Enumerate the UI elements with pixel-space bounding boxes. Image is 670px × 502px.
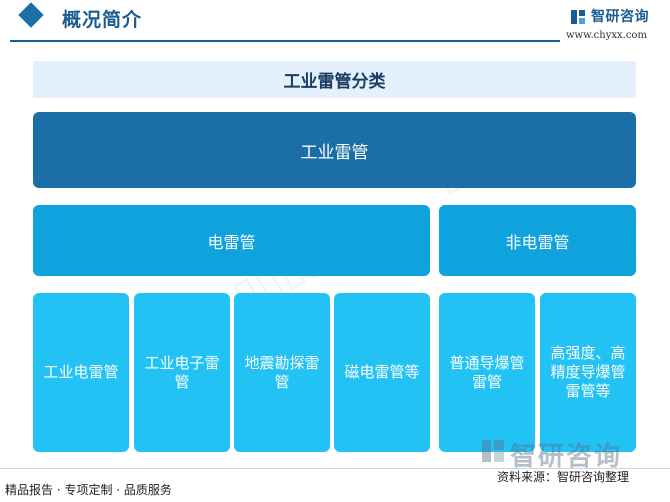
branch-node-electric: 电雷管 [33, 205, 430, 276]
leaf-node-label: 工业电子雷管 [144, 353, 220, 391]
root-node: 工业雷管 [33, 112, 636, 188]
leaf-node-label: 工业电雷管 [43, 363, 119, 381]
brand-url: www.chyxx.com [566, 30, 647, 41]
footer-logo-icon [482, 440, 504, 462]
leaf-node-label: 高强度、高精度导爆管雷管等 [550, 344, 626, 400]
leaf-node-label: 地震勘探雷管 [244, 353, 320, 391]
leaf-node: 高强度、高精度导爆管雷管等 [540, 293, 636, 452]
footer-slogan: 精品报告 · 专项定制 · 品质服务 [5, 483, 172, 497]
leaf-node: 地震勘探雷管 [234, 293, 330, 452]
page-title: 概况简介 [62, 9, 143, 31]
diagram-title: 工业雷管分类 [33, 61, 636, 98]
footer-divider [0, 468, 670, 469]
root-node-label: 工业雷管 [300, 142, 369, 163]
branch-node-label: 非电雷管 [505, 232, 570, 252]
brand-name: 智研咨询 [591, 9, 649, 25]
leaf-node: 磁电雷管等 [334, 293, 430, 452]
leaf-node: 工业电子雷管 [134, 293, 230, 452]
branch-node-non-electric: 非电雷管 [439, 205, 636, 276]
leaf-node: 工业电雷管 [33, 293, 129, 452]
source-note: 资料来源：智研咨询整理 [497, 470, 630, 484]
leaf-node-label: 普通导爆管雷管 [449, 353, 525, 391]
branch-node-label: 电雷管 [207, 232, 256, 252]
leaf-node-label: 磁电雷管等 [344, 363, 420, 381]
header-diamond-icon [18, 2, 44, 28]
header-divider [10, 40, 560, 42]
footer-brand: 智研咨询 [510, 442, 623, 472]
brand-logo-icon [571, 10, 585, 24]
leaf-node: 普通导爆管雷管 [439, 293, 535, 452]
